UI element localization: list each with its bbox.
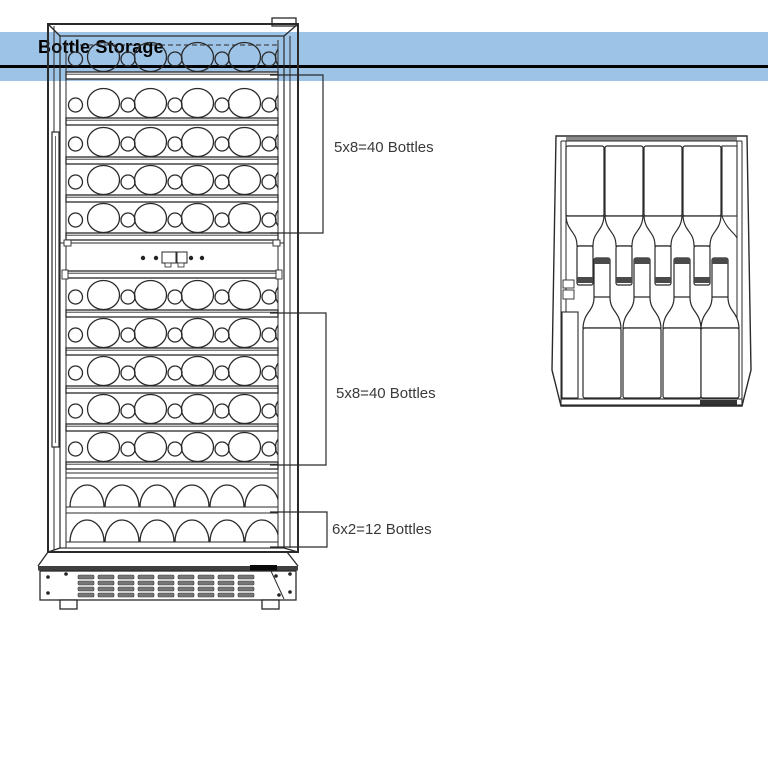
lower-shelf-section bbox=[65, 279, 279, 470]
vent-grille bbox=[77, 574, 255, 598]
panel-display bbox=[161, 251, 177, 264]
hinge bbox=[271, 17, 297, 27]
dimension-bracket-upper bbox=[270, 74, 324, 234]
wine-cooler-front-view bbox=[37, 17, 299, 610]
partial-bottle bbox=[721, 145, 738, 217]
base-and-vent bbox=[37, 551, 299, 610]
dimension-bracket-lower bbox=[270, 312, 327, 466]
bottom-zone-label: 6x2=12 Bottles bbox=[332, 521, 432, 538]
control-panel bbox=[60, 239, 284, 280]
door-handle bbox=[51, 131, 60, 448]
bottom-storage-section bbox=[65, 472, 279, 549]
panel-button bbox=[199, 255, 205, 261]
bottle-storage-diagram: 5x8=40 Bottles 5x8=40 Bottles 6x2=12 Bot… bbox=[37, 17, 752, 610]
header-rule bbox=[0, 65, 768, 68]
panel-button bbox=[153, 255, 159, 261]
lower-zone-label: 5x8=40 Bottles bbox=[336, 385, 436, 402]
foot bbox=[59, 599, 78, 610]
foot bbox=[261, 599, 280, 610]
upper-zone-label: 5x8=40 Bottles bbox=[334, 139, 434, 156]
shelf-frame bbox=[551, 135, 752, 407]
panel-display bbox=[176, 251, 188, 264]
upper-shelf-section bbox=[65, 41, 279, 241]
bottles-neck-toward-back bbox=[561, 257, 740, 399]
page-title: Bottle Storage bbox=[38, 37, 164, 57]
dimension-bracket-bottom bbox=[270, 511, 328, 548]
partial-bottle bbox=[561, 311, 579, 399]
panel-button bbox=[140, 255, 146, 261]
panel-button bbox=[188, 255, 194, 261]
bottles-neck-toward-front bbox=[565, 145, 738, 286]
shelf-top-view bbox=[551, 135, 752, 407]
